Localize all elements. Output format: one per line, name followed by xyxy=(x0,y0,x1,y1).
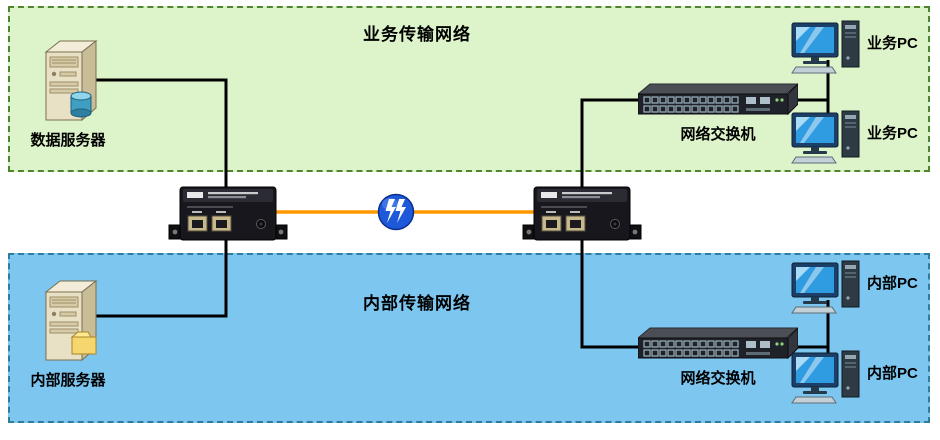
desktop-pc-icon xyxy=(791,260,860,314)
cable-converter-to-business-switch xyxy=(580,98,642,190)
internal-server-label: 内部服务器 xyxy=(30,372,106,389)
internal-switch-label: 网络交换机 xyxy=(680,370,756,387)
node-business-pc-2: 业务PC xyxy=(790,110,918,166)
cable-internalserver-to-converter xyxy=(92,240,228,318)
business-pc-2-label: 业务PC xyxy=(867,125,918,142)
server-tower-folder-icon xyxy=(44,279,98,362)
node-wan-link xyxy=(376,192,416,232)
media-converter-icon xyxy=(522,186,642,241)
media-converter-icon xyxy=(168,186,288,241)
node-data-server: 数据服务器 xyxy=(20,36,116,150)
zone-internal-title: 内部传输网络 xyxy=(363,294,471,313)
cable-dataserver-to-converter xyxy=(90,78,228,194)
cable-converter-to-internal-switch xyxy=(580,238,642,349)
lightning-link-icon xyxy=(377,193,415,231)
internal-pc-1-label: 内部PC xyxy=(867,275,918,292)
node-internal-switch: 网络交换机 xyxy=(638,326,798,388)
node-internal-pc-2: 内部PC xyxy=(790,350,918,406)
zone-business-title: 业务传输网络 xyxy=(363,25,471,44)
desktop-pc-icon xyxy=(791,20,860,74)
ethernet-switch-icon xyxy=(638,327,798,360)
desktop-pc-icon xyxy=(791,110,860,164)
node-business-pc-1: 业务PC xyxy=(790,20,918,76)
business-switch-label: 网络交换机 xyxy=(680,126,756,143)
business-pc-1-label: 业务PC xyxy=(867,35,918,52)
node-fiber-converter-right xyxy=(522,184,642,246)
node-internal-server: 内部服务器 xyxy=(16,276,120,390)
node-internal-pc-1: 内部PC xyxy=(790,260,918,316)
data-server-label: 数据服务器 xyxy=(30,132,106,149)
server-tower-database-icon xyxy=(44,39,98,122)
internal-pc-2-label: 内部PC xyxy=(867,365,918,382)
node-business-switch: 网络交换机 xyxy=(638,82,798,144)
node-fiber-converter-left xyxy=(168,184,288,246)
desktop-pc-icon xyxy=(791,350,860,404)
ethernet-switch-icon xyxy=(638,83,798,116)
